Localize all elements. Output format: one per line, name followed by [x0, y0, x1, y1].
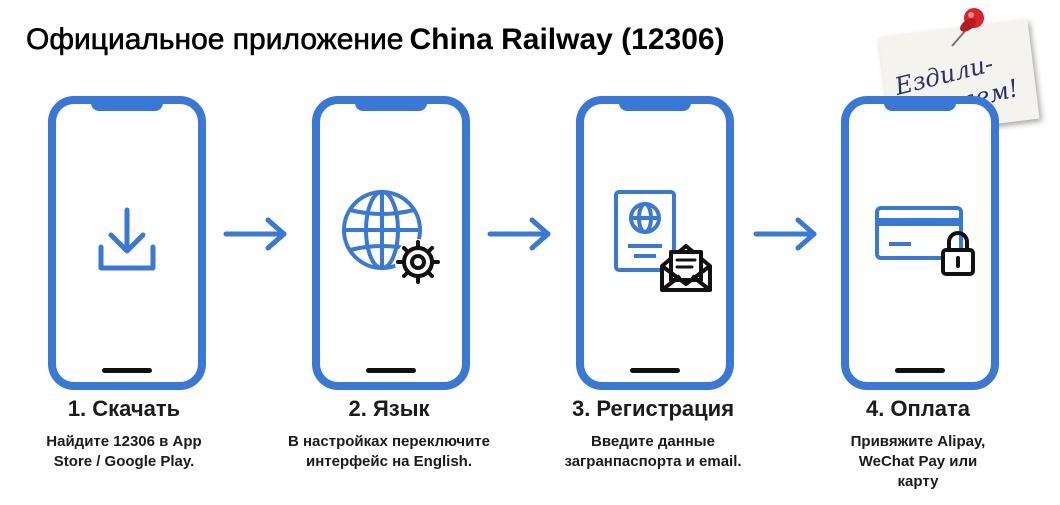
phone-notch	[355, 103, 427, 111]
phone-home-bar	[366, 368, 416, 373]
step-1-desc-line: Найдите 12306 в App	[46, 433, 202, 450]
step-4-desc-line: Привяжите Alipay,	[850, 433, 986, 450]
arrow-right-icon	[487, 217, 551, 251]
step-2-title: 2. Язык	[348, 396, 430, 421]
phone-notch	[619, 103, 691, 111]
phone-home-bar	[630, 368, 680, 373]
globe-gear-icon	[342, 190, 441, 285]
step-4-desc: Привяжите Alipay, WeChat Pay или карту	[788, 432, 1048, 492]
card-lock-icon	[875, 206, 975, 276]
step-1-title: 1. Скачать	[67, 396, 181, 421]
step-2-desc-line: В настройках переключите	[288, 433, 490, 450]
phone-step-4	[841, 96, 999, 390]
step-2-desc: В настройках переключите интерфейс на En…	[259, 432, 519, 472]
phone-step-2	[312, 96, 470, 390]
step-4-desc-line: WeChat Pay или	[858, 453, 978, 470]
download-icon	[98, 207, 156, 271]
arrow-right-icon	[223, 217, 287, 251]
title-part2: China Railway (12306)	[409, 23, 725, 56]
step-3-title: 3. Регистрация	[571, 396, 735, 421]
step-4-desc-line: карту	[897, 473, 939, 490]
step-1-desc: Найдите 12306 в App Store / Google Play.	[0, 432, 254, 472]
step-4-title: 4. Оплата	[865, 396, 971, 421]
step-3-desc: Введите данные загранпаспорта и email.	[523, 432, 783, 472]
phone-notch	[91, 103, 163, 111]
phone-step-3	[576, 96, 734, 390]
phone-home-bar	[102, 368, 152, 373]
step-1-desc-line: Store / Google Play.	[53, 453, 195, 470]
phone-step-1	[48, 96, 206, 390]
step-2-desc-line: интерфейс на English.	[305, 453, 473, 470]
passport-envelope-icon	[614, 190, 712, 292]
phone-home-bar	[895, 368, 945, 373]
pushpin-icon	[951, 8, 984, 47]
phone-notch	[884, 103, 956, 111]
step-3-desc-line: Введите данные	[591, 433, 715, 450]
arrow-right-icon	[753, 217, 817, 251]
title-part1: Официальное приложение	[26, 23, 404, 57]
step-3-desc-line: загранпаспорта и email.	[564, 453, 742, 470]
